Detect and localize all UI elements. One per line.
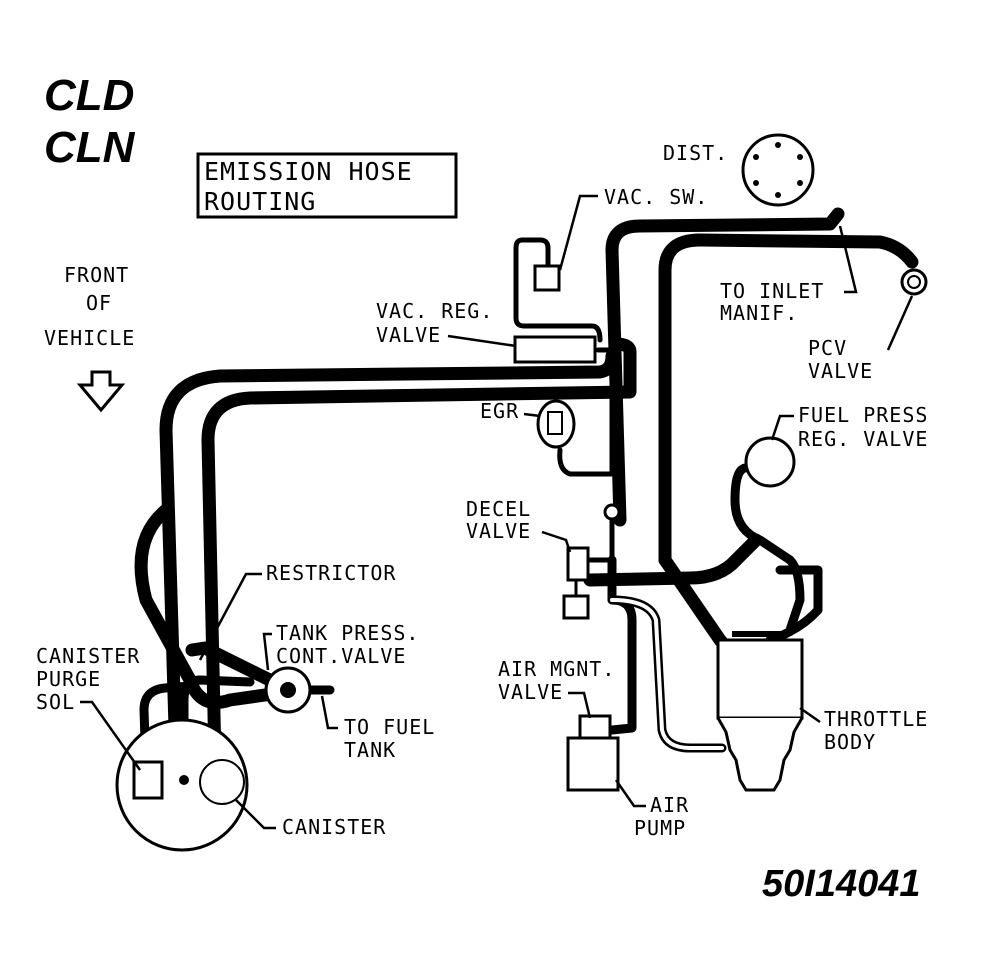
tank-press-label-line-1: TANK PRESS. [276, 621, 419, 645]
throttle-right-hose [765, 565, 823, 645]
restrictor-label: RESTRICTOR [266, 561, 396, 585]
vac-reg-label-line-2: VALVE [376, 323, 441, 347]
canister-purge-label-line-2: PURGE [36, 667, 101, 691]
throttle-body-icon [716, 631, 804, 792]
tank-press-control-valve-icon [264, 666, 312, 714]
tank-press-label-line-2: CONT.VALVE [276, 644, 406, 668]
to-fuel-label-line-2: TANK [344, 738, 396, 762]
figure-code: 50I14041 [762, 863, 921, 905]
vac-reg-valve-icon [513, 335, 597, 364]
restrictor-leader [198, 572, 262, 661]
title-line-1: EMISSION HOSE [204, 157, 413, 186]
engine-code-cln: CLN [44, 123, 136, 172]
air-mgnt-valve-icon [578, 714, 612, 742]
air-pump-leader [614, 779, 646, 808]
purge-hose-inner [201, 337, 637, 767]
fuel-press-label-line-1: FUEL PRESS [798, 403, 928, 427]
air-mgnt-hose-core [610, 598, 724, 750]
egr-valve-icon [536, 399, 576, 449]
to-inlet-label-line-1: TO INLET [720, 279, 824, 303]
purge-sol-hose [139, 681, 195, 775]
air-mgnt-leader [568, 691, 592, 719]
egr-leader [523, 412, 541, 418]
pcv-valve-icon [900, 268, 928, 296]
canister-purge-leader [80, 700, 142, 771]
decel-leader [541, 530, 572, 553]
front-label-line-2: OF [86, 291, 112, 315]
to-fuel-leader [320, 695, 338, 730]
front-label-line-1: FRONT [64, 263, 129, 287]
vac-reg-leader [447, 334, 517, 348]
vac-reg-label-line-1: VAC. REG. [376, 299, 493, 323]
throttle-leader [799, 706, 821, 724]
front-arrow-icon [76, 370, 126, 413]
throttle-label-line-1: THROTTLE [824, 707, 928, 731]
decel-label-line-2: VALVE [466, 519, 531, 543]
title-line-2: ROUTING [204, 187, 316, 216]
title-box: EMISSION HOSE ROUTING [196, 152, 458, 219]
tank-press-leader [262, 632, 272, 671]
fuel-press-reg-valve-icon [744, 436, 796, 488]
to-inlet-leader [838, 225, 858, 294]
engine-code-cld: CLD [44, 71, 134, 120]
pcv-leader [886, 295, 914, 351]
to-inlet-label-line-2: MANIF. [720, 301, 798, 325]
vac-sw-hose [513, 237, 603, 343]
air-mgnt-label-line-2: VALVE [498, 680, 563, 704]
inlet-manifold-hose [605, 207, 845, 527]
canister-purge-label-line-1: CANISTER [36, 644, 140, 668]
front-label-line-3: VEHICLE [44, 326, 135, 350]
vac-switch-icon [533, 264, 561, 292]
vac-sw-leader [558, 194, 598, 271]
decel-to-throttle-hose [583, 533, 763, 587]
air-mgnt-label-line-1: AIR MGNT. [498, 657, 615, 681]
egr-label: EGR [480, 399, 519, 423]
decel-top-hose [587, 517, 615, 563]
air-pump-label-line-2: PUMP [634, 816, 686, 840]
pcv-label-line-1: PCV [808, 336, 847, 360]
fuel-press-reg-hose [730, 463, 805, 635]
canister-label: CANISTER [282, 815, 386, 839]
to-fuel-label-line-1: TO FUEL [344, 715, 435, 739]
tank-press-hose [185, 641, 297, 697]
pcv-hose [658, 233, 919, 567]
canister-leader [235, 799, 276, 830]
vac-sw-label: VAC. SW. [604, 185, 708, 209]
pcv-label-line-2: VALVE [808, 359, 873, 383]
egr-hose [557, 387, 615, 477]
distributor-icon [741, 133, 815, 207]
fuel-press-leader [770, 414, 794, 441]
decel-valve-icon [562, 503, 621, 620]
air-pump-label-line-1: AIR [650, 793, 689, 817]
fuel-press-label-line-2: REG. VALVE [798, 427, 928, 451]
air-pump-icon [566, 736, 620, 792]
bypass-hose [134, 503, 307, 709]
decel-label-line-1: DECEL [466, 497, 531, 521]
canister-purge-label-line-3: SOL [36, 690, 75, 714]
dist-label: DIST. [663, 141, 728, 165]
throttle-label-line-2: BODY [824, 730, 876, 754]
canister-icon [115, 718, 249, 852]
